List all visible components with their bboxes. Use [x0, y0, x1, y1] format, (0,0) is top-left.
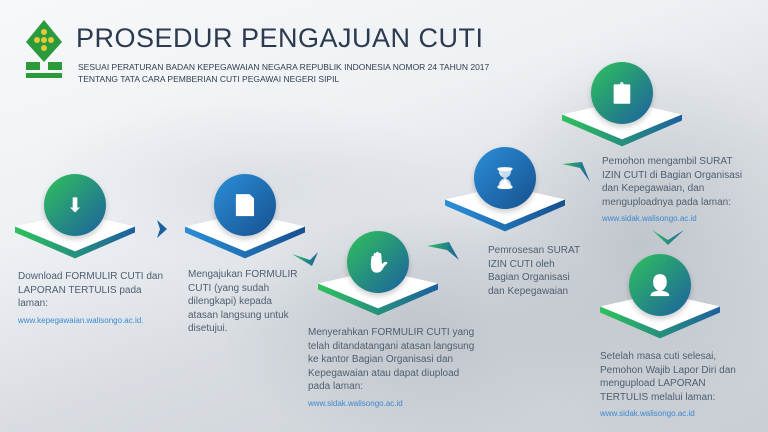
user-search-icon: 👤 [647, 274, 673, 297]
step-text: Menyerahkan FORMULIR CUTI yang telah dit… [308, 327, 475, 392]
walisongo-logo [26, 20, 62, 78]
step-link[interactable]: www.kepegawaian.walisongo.ac.id. [18, 315, 144, 325]
step-text: Setelah masa cuti selesai, Pemohon Wajib… [600, 351, 736, 403]
download-circle: ⬇ [44, 174, 106, 236]
chevron-down-icon [652, 230, 684, 245]
step-description: Setelah masa cuti selesai, Pemohon Wajib… [600, 350, 750, 421]
chevron-arrow-icon [292, 252, 318, 266]
step-text: Download FORMULIR CUTI dan LAPORAN TERTU… [18, 271, 164, 309]
document-form-circle: 📄 [214, 174, 276, 236]
step-link[interactable]: www.sidak.walisongo.ac.id [602, 214, 697, 223]
subtitle-line-1: SESUAI PERATURAN BADAN KEPEGAWAIAN NEGAR… [78, 62, 490, 72]
step-description: Menyerahkan FORMULIR CUTI yang telah dit… [308, 326, 483, 410]
download-icon: ⬇ [66, 194, 84, 217]
hand-submit-circle: ✋ [347, 231, 409, 293]
step-description: Pemrosesan SURAT IZIN CUTI oleh Bagian O… [488, 244, 588, 298]
chevron-right-icon [157, 220, 167, 238]
step-description: Mengajukan FORMULIR CUTI (yang sudah dil… [188, 268, 298, 336]
document-form-icon: 📄 [232, 194, 258, 217]
subtitle: SESUAI PERATURAN BADAN KEPEGAWAIAN NEGAR… [78, 61, 489, 85]
step-text: Mengajukan FORMULIR CUTI (yang sudah dil… [188, 269, 298, 334]
chevron-arrow-icon [427, 242, 459, 260]
user-search-circle: 👤 [629, 254, 691, 316]
hourglass-circle: ⌛ [474, 147, 536, 209]
clipboard-check-icon: 📋 [609, 82, 635, 105]
hourglass-icon: ⌛ [492, 167, 518, 190]
clipboard-check-circle: 📋 [591, 62, 653, 124]
hand-submit-icon: ✋ [365, 251, 391, 274]
step-link[interactable]: www.sidak.walisongo.ac.id [308, 398, 403, 408]
step-description: Pemohon mengambil SURAT IZIN CUTI di Bag… [602, 155, 752, 226]
chevron-arrow-icon [562, 162, 590, 182]
subtitle-line-2: TENTANG TATA CARA PEMBERIAN CUTI PEGAWAI… [78, 74, 340, 84]
page-title: PROSEDUR PENGAJUAN CUTI [76, 23, 484, 53]
step-link[interactable]: www.sidak.walisongo.ac.id [600, 409, 695, 418]
step-text: Pemrosesan SURAT IZIN CUTI oleh Bagian O… [488, 245, 580, 297]
step-text: Pemohon mengambil SURAT IZIN CUTI di Bag… [602, 156, 743, 208]
step-description: Download FORMULIR CUTI dan LAPORAN TERTU… [18, 270, 168, 327]
